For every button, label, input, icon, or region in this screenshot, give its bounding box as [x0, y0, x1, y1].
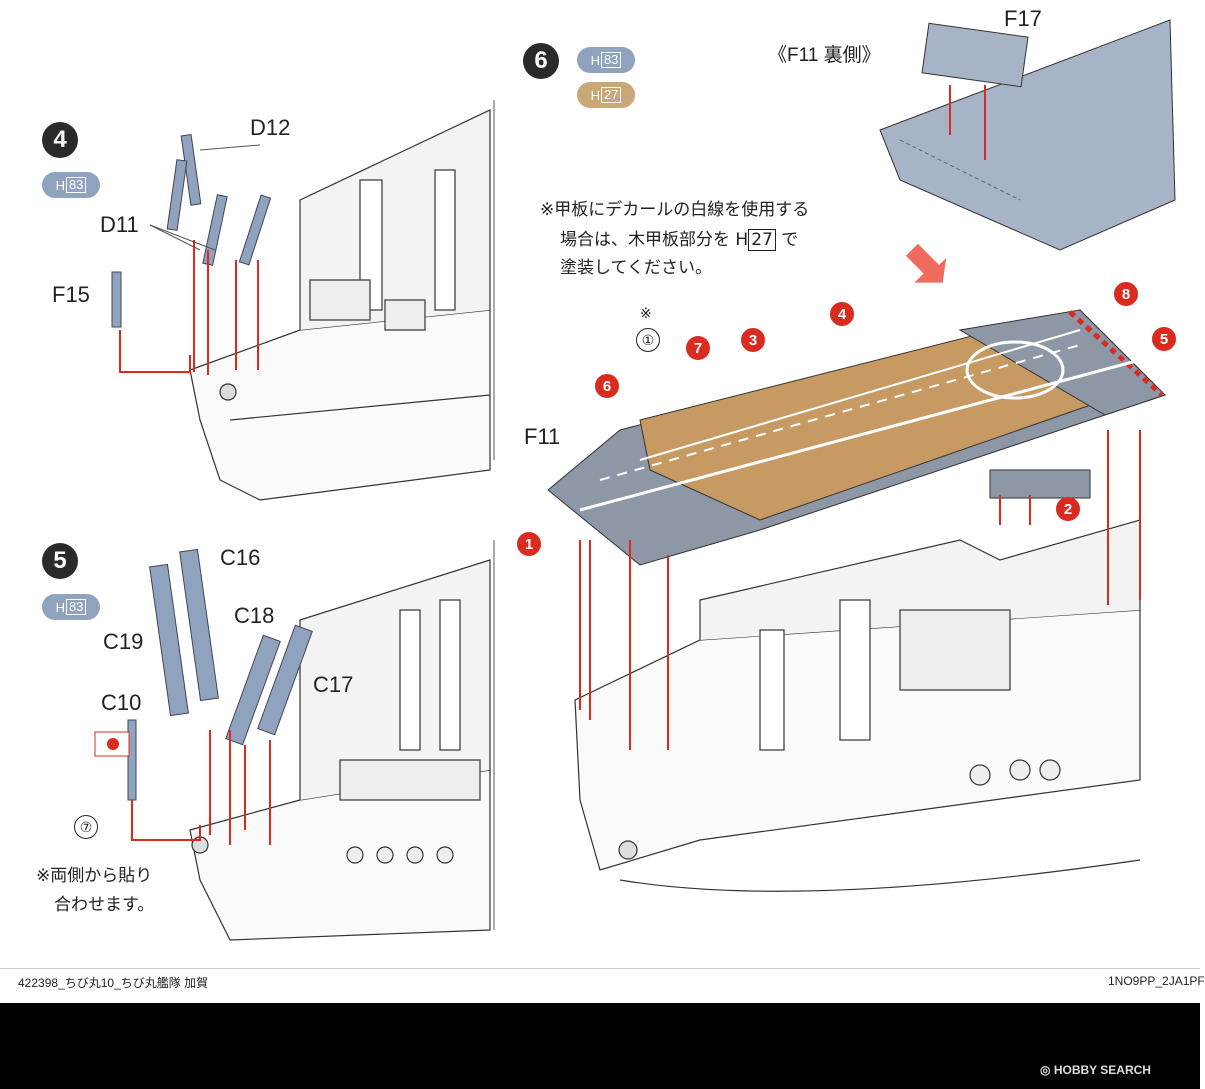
part-label-c19: C19: [103, 629, 144, 654]
leader-lines: [149, 144, 261, 251]
decal-number-4: 4: [830, 302, 854, 326]
paint-number: 83: [65, 177, 87, 193]
paint-number: 27: [600, 87, 622, 103]
underside-label: 《F11 裏側》: [768, 45, 881, 66]
part-label-c16: C16: [220, 545, 261, 570]
step5-note-line1: ※両側から貼り: [36, 866, 153, 886]
deck-underside: [879, 19, 1176, 251]
flag-decal: [94, 731, 130, 757]
part-label-c10: C10: [101, 690, 142, 715]
logo-icon: ◎: [1040, 1063, 1054, 1077]
step-number-5: 5: [42, 543, 78, 579]
footer-rule: [0, 968, 1200, 969]
decal-number-1: 1: [517, 532, 541, 556]
step-number-4: 4: [42, 122, 78, 158]
paint-code: H: [590, 52, 600, 68]
paint-code: H: [590, 87, 600, 103]
section-divider: [493, 540, 495, 930]
decal-circle-7: ⑦: [74, 815, 98, 839]
note-mark: ※: [640, 306, 652, 322]
note-text: で: [775, 230, 799, 250]
note-text: 場合は、木甲板部分を H: [560, 230, 749, 250]
section-divider: [493, 100, 495, 460]
deck-note-line1: ※甲板にデカールの白線を使用する: [540, 200, 810, 220]
part-label-d12: D12: [250, 115, 291, 140]
watermark-text: HOBBY SEARCH: [1053, 1063, 1151, 1077]
footer-right: 1NO9PP_2JA1PF: [1108, 974, 1205, 988]
decal-number-2: 2: [1056, 497, 1080, 521]
part-label-f17: F17: [1004, 6, 1042, 31]
part-label-f11: F11: [524, 424, 561, 449]
hull-step6: [574, 519, 1141, 892]
paint-code: H: [55, 599, 65, 615]
part-label-c17: C17: [313, 672, 354, 697]
hull-step4: [189, 109, 491, 501]
parts-step5: [127, 548, 313, 801]
part-label-d11: D11: [100, 212, 139, 237]
decal-number-6: 6: [595, 374, 619, 398]
paint-number-box: 27: [748, 229, 776, 251]
paint-number: 83: [600, 52, 622, 68]
arrows-step6: [579, 85, 1141, 750]
step5-note-line2: 合わせます。: [54, 895, 155, 915]
paint-code: H: [55, 177, 65, 193]
decal-number-3: 3: [741, 328, 765, 352]
decal-number-5: 5: [1152, 327, 1176, 351]
arrows-step4: [119, 240, 259, 375]
decal-circle-1: ①: [636, 328, 660, 352]
scan-border: [0, 1003, 1200, 1089]
deck-f11: [547, 309, 1166, 566]
footer-left: 422398_ちび丸10_ちび丸艦隊 加賀: [18, 976, 209, 990]
paint-number: 83: [65, 599, 87, 615]
part-label-c18: C18: [234, 603, 275, 628]
decal-number-8: 8: [1114, 282, 1138, 306]
step-number-6: 6: [523, 43, 559, 79]
deck-note-line3: 塗装してください。: [560, 258, 712, 278]
arrows-step5: [131, 730, 271, 845]
watermark-logo: ◎ HOBBY SEARCH: [1040, 1063, 1151, 1077]
part-label-f15: F15: [52, 282, 90, 307]
decal-number-7: 7: [686, 336, 710, 360]
direction-arrow-icon: [905, 243, 947, 283]
hull-step5: [189, 559, 491, 941]
